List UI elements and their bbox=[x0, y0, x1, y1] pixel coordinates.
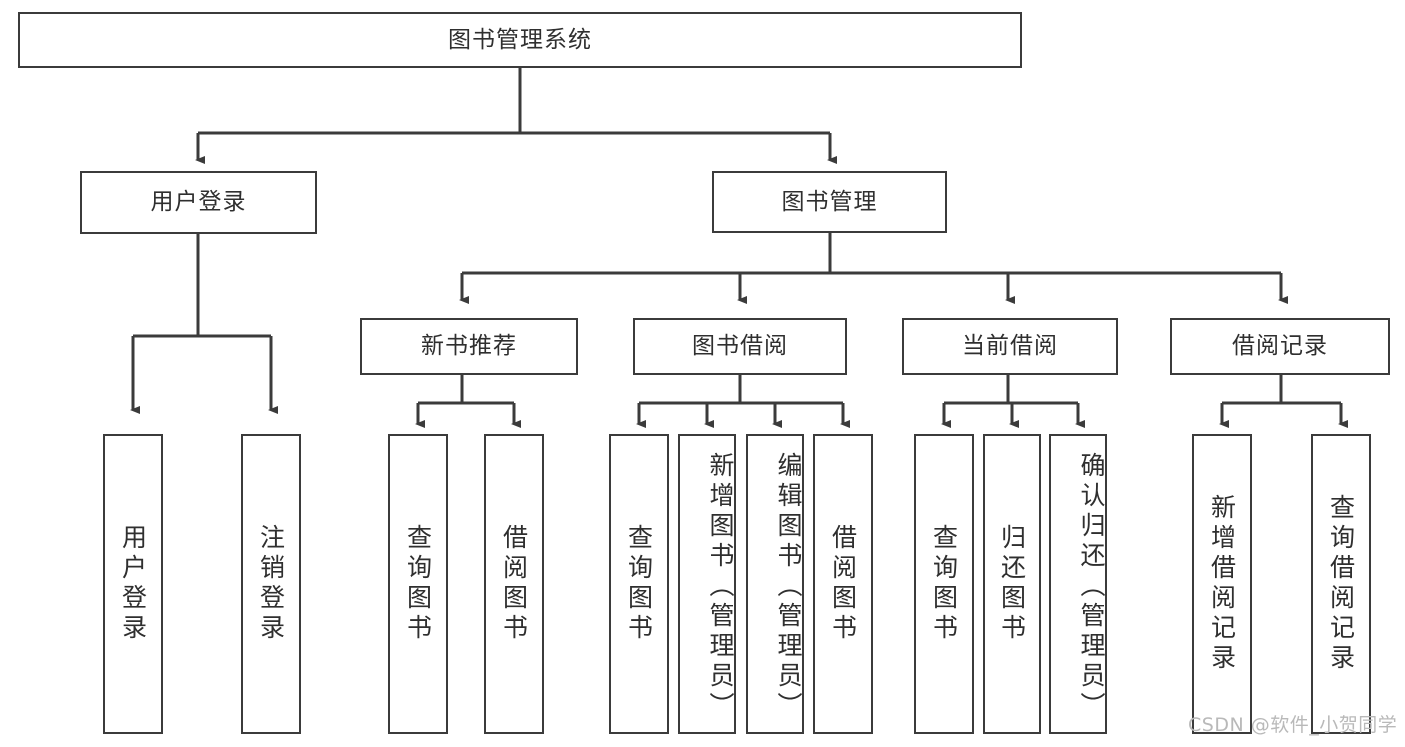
node-label: 借阅记录 bbox=[1232, 333, 1328, 360]
node-label: 图书管理 bbox=[781, 188, 878, 215]
node-user-login[interactable]: 用户登录 bbox=[80, 171, 317, 234]
node-label: 查询图书 bbox=[624, 524, 654, 644]
node-label: 用户登录 bbox=[118, 524, 148, 644]
leaf-user-login-logout[interactable]: 注销登录 bbox=[241, 434, 301, 734]
leaf-new-book-query-book[interactable]: 查询图书 bbox=[388, 434, 448, 734]
leaf-borrow-record-add-record[interactable]: 新增借阅记录 bbox=[1192, 434, 1252, 734]
node-book-management[interactable]: 图书管理 bbox=[712, 171, 947, 233]
node-label: 确认归还（管理员） bbox=[1077, 452, 1106, 722]
node-label: 图书管理系统 bbox=[448, 26, 592, 53]
node-label: 查询借阅记录 bbox=[1326, 494, 1356, 674]
leaf-book-borrow-edit-book-admin[interactable]: 编辑图书（管理员） bbox=[746, 434, 804, 734]
node-borrow-record[interactable]: 借阅记录 bbox=[1170, 318, 1390, 375]
node-label: 查询图书 bbox=[929, 524, 959, 644]
node-label: 新增图书（管理员） bbox=[706, 452, 735, 722]
node-current-borrow[interactable]: 当前借阅 bbox=[902, 318, 1118, 375]
leaf-borrow-record-query-record[interactable]: 查询借阅记录 bbox=[1311, 434, 1371, 734]
node-new-book-recommend[interactable]: 新书推荐 bbox=[360, 318, 578, 375]
node-label: 当前借阅 bbox=[962, 333, 1058, 360]
node-label: 新书推荐 bbox=[421, 333, 517, 360]
node-label: 用户登录 bbox=[150, 189, 247, 216]
node-book-borrow[interactable]: 图书借阅 bbox=[633, 318, 847, 375]
node-label: 编辑图书（管理员） bbox=[774, 452, 803, 722]
leaf-book-borrow-borrow-book[interactable]: 借阅图书 bbox=[813, 434, 873, 734]
csdn-watermark: CSDN @软件_小贺同学 bbox=[1188, 714, 1398, 736]
leaf-current-borrow-query-book[interactable]: 查询图书 bbox=[914, 434, 974, 734]
node-root-book-management-system[interactable]: 图书管理系统 bbox=[18, 12, 1022, 68]
leaf-current-borrow-return-book[interactable]: 归还图书 bbox=[983, 434, 1041, 734]
leaf-user-login-login[interactable]: 用户登录 bbox=[103, 434, 163, 734]
leaf-new-book-borrow-book[interactable]: 借阅图书 bbox=[484, 434, 544, 734]
node-label: 图书借阅 bbox=[692, 333, 788, 360]
leaf-current-borrow-confirm-return-admin[interactable]: 确认归还（管理员） bbox=[1049, 434, 1107, 734]
node-label: 注销登录 bbox=[256, 524, 286, 644]
node-label: 借阅图书 bbox=[499, 524, 529, 644]
node-label: 借阅图书 bbox=[828, 524, 858, 644]
leaf-book-borrow-add-book-admin[interactable]: 新增图书（管理员） bbox=[678, 434, 736, 734]
node-label: 新增借阅记录 bbox=[1207, 494, 1237, 674]
node-label: 归还图书 bbox=[997, 524, 1027, 644]
leaf-book-borrow-query-book[interactable]: 查询图书 bbox=[609, 434, 669, 734]
node-label: 查询图书 bbox=[403, 524, 433, 644]
